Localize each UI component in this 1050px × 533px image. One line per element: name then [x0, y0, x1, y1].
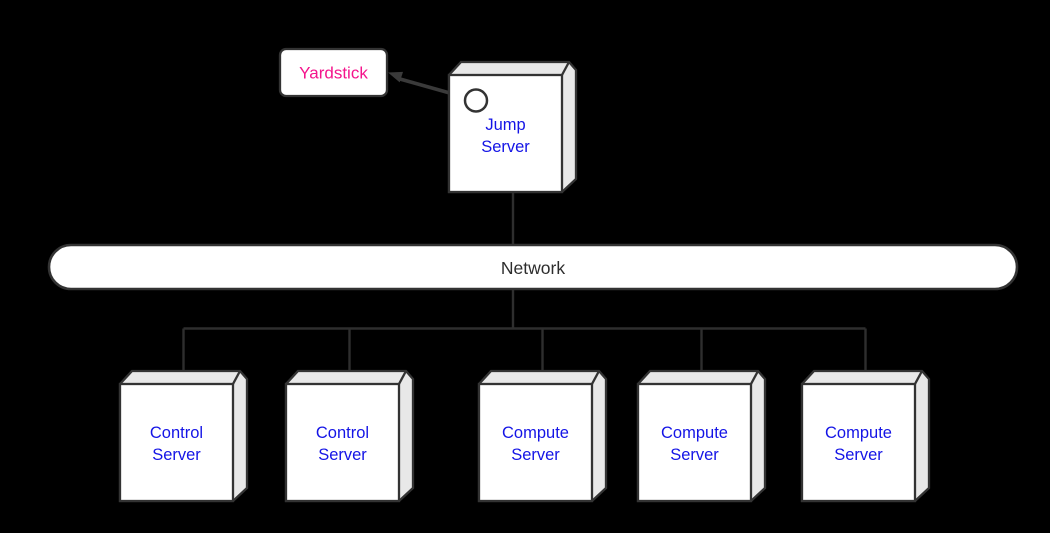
- network-node: Network: [47, 243, 1019, 291]
- server-label-line2: Server: [318, 446, 367, 464]
- server-label-line1: Control: [150, 424, 203, 442]
- server-label-line2: Server: [670, 446, 719, 464]
- server-node-control-2: Control Server: [284, 369, 415, 503]
- edge-network-servers-tree: [182, 288, 867, 372]
- yardstick-node: Yardstick: [278, 47, 389, 98]
- jump-server-label-line1: Jump: [485, 116, 525, 134]
- server-label-line1: Control: [316, 424, 369, 442]
- server-label-line2: Server: [152, 446, 201, 464]
- server-node-compute-2: Compute Server: [636, 369, 767, 503]
- yardstick-label: Yardstick: [299, 64, 368, 83]
- network-label: Network: [501, 258, 565, 278]
- server-label-line1: Compute: [661, 424, 728, 442]
- server-label-line1: Compute: [825, 424, 892, 442]
- server-node-control-1: Control Server: [118, 369, 249, 503]
- server-label-line2: Server: [511, 446, 560, 464]
- server-label-line2: Server: [834, 446, 883, 464]
- interface-circle-icon: [463, 88, 489, 113]
- server-node-compute-1: Compute Server: [477, 369, 608, 503]
- arrowhead-icon: [388, 71, 403, 83]
- jump-server-label-line2: Server: [481, 138, 530, 156]
- network-pill: [47, 243, 1019, 291]
- server-node-compute-3: Compute Server: [800, 369, 931, 503]
- yardstick-box: [278, 47, 389, 98]
- server-label-line1: Compute: [502, 424, 569, 442]
- jump-server-node: Jump Server: [447, 60, 578, 194]
